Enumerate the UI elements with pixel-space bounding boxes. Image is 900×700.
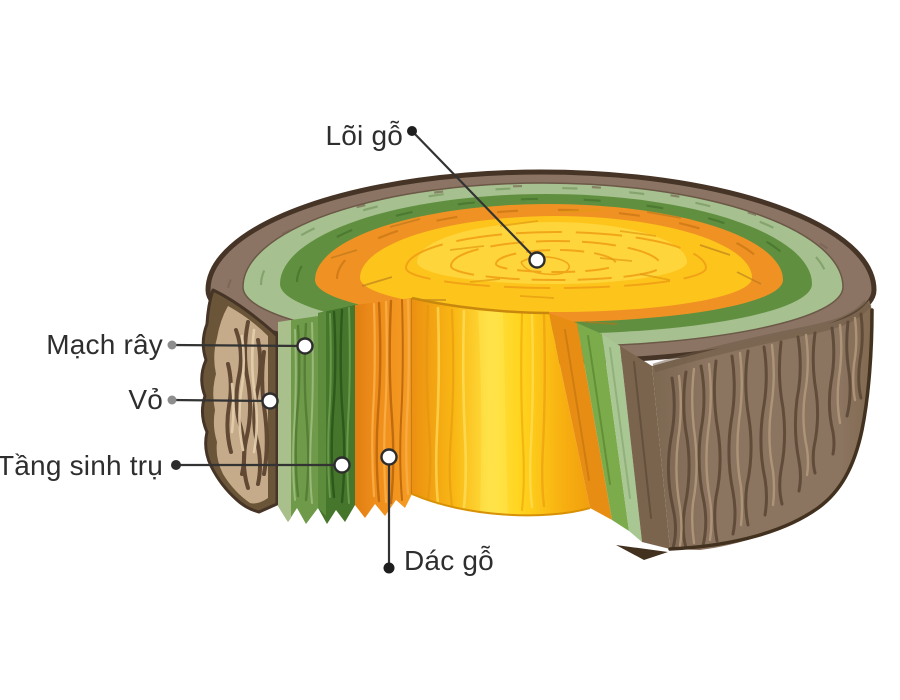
bark-side-top-shadow	[652, 300, 872, 373]
label-dot-cambium	[171, 460, 181, 470]
leader-line-heartwood	[411, 130, 538, 261]
sapwood-grain	[371, 298, 410, 505]
label-dot-phloem	[167, 340, 177, 350]
leader-line-phloem	[171, 343, 306, 348]
ring-texture	[226, 184, 860, 289]
cambium-grain	[327, 307, 351, 504]
label-dot-sapwood	[383, 562, 395, 574]
leader-lines	[171, 130, 538, 568]
label-dot-heartwood	[407, 126, 417, 136]
sapwood-right-strip	[549, 313, 612, 520]
heartwood-crack-marks	[449, 209, 671, 299]
anchor-dot-bark	[261, 392, 279, 410]
cylinder-highlight	[478, 311, 508, 514]
bark-bottom-outline	[668, 308, 874, 551]
left-cut-staircase	[200, 288, 414, 524]
label-phloem: Mạch rây	[46, 329, 163, 360]
label-bark: Vỏ	[128, 384, 163, 415]
label-cambium: Tầng sinh trụ	[0, 450, 163, 481]
strip-grain	[564, 329, 652, 519]
bark-face-highlights	[230, 328, 259, 454]
anchor-dot-sapwood	[380, 448, 398, 466]
sapwood-layer-face	[355, 298, 412, 518]
label-dot-bark	[167, 395, 177, 405]
cambium-bevel	[318, 311, 326, 516]
cylinder-bottom-edge	[411, 493, 591, 517]
bark-right-cut-strip	[620, 346, 670, 549]
bark-bottom-notch	[616, 545, 668, 560]
right-cut-strips	[549, 313, 670, 549]
anchor-dot-phloem	[296, 337, 314, 355]
phloem-right-strip	[577, 323, 629, 531]
bark-side-grain-light	[675, 316, 858, 548]
anchor-dot-heartwood	[528, 251, 546, 269]
label-heartwood: Lõi gỗ	[325, 120, 403, 151]
leader-anchor-dots	[167, 126, 546, 574]
heartwood-top-highlight	[417, 222, 687, 284]
bark-side-grain-dark	[666, 312, 864, 550]
cylinder-grain	[425, 304, 546, 512]
heartwood-cylinder	[411, 296, 591, 517]
cylinder-top-seam	[411, 296, 550, 315]
label-sapwood: Dác gỗ	[404, 545, 494, 576]
phloem-bevel	[278, 320, 291, 522]
leader-line-bark	[171, 398, 271, 403]
anchor-dot-cambium	[333, 456, 351, 474]
right-outer-bark	[616, 300, 874, 560]
